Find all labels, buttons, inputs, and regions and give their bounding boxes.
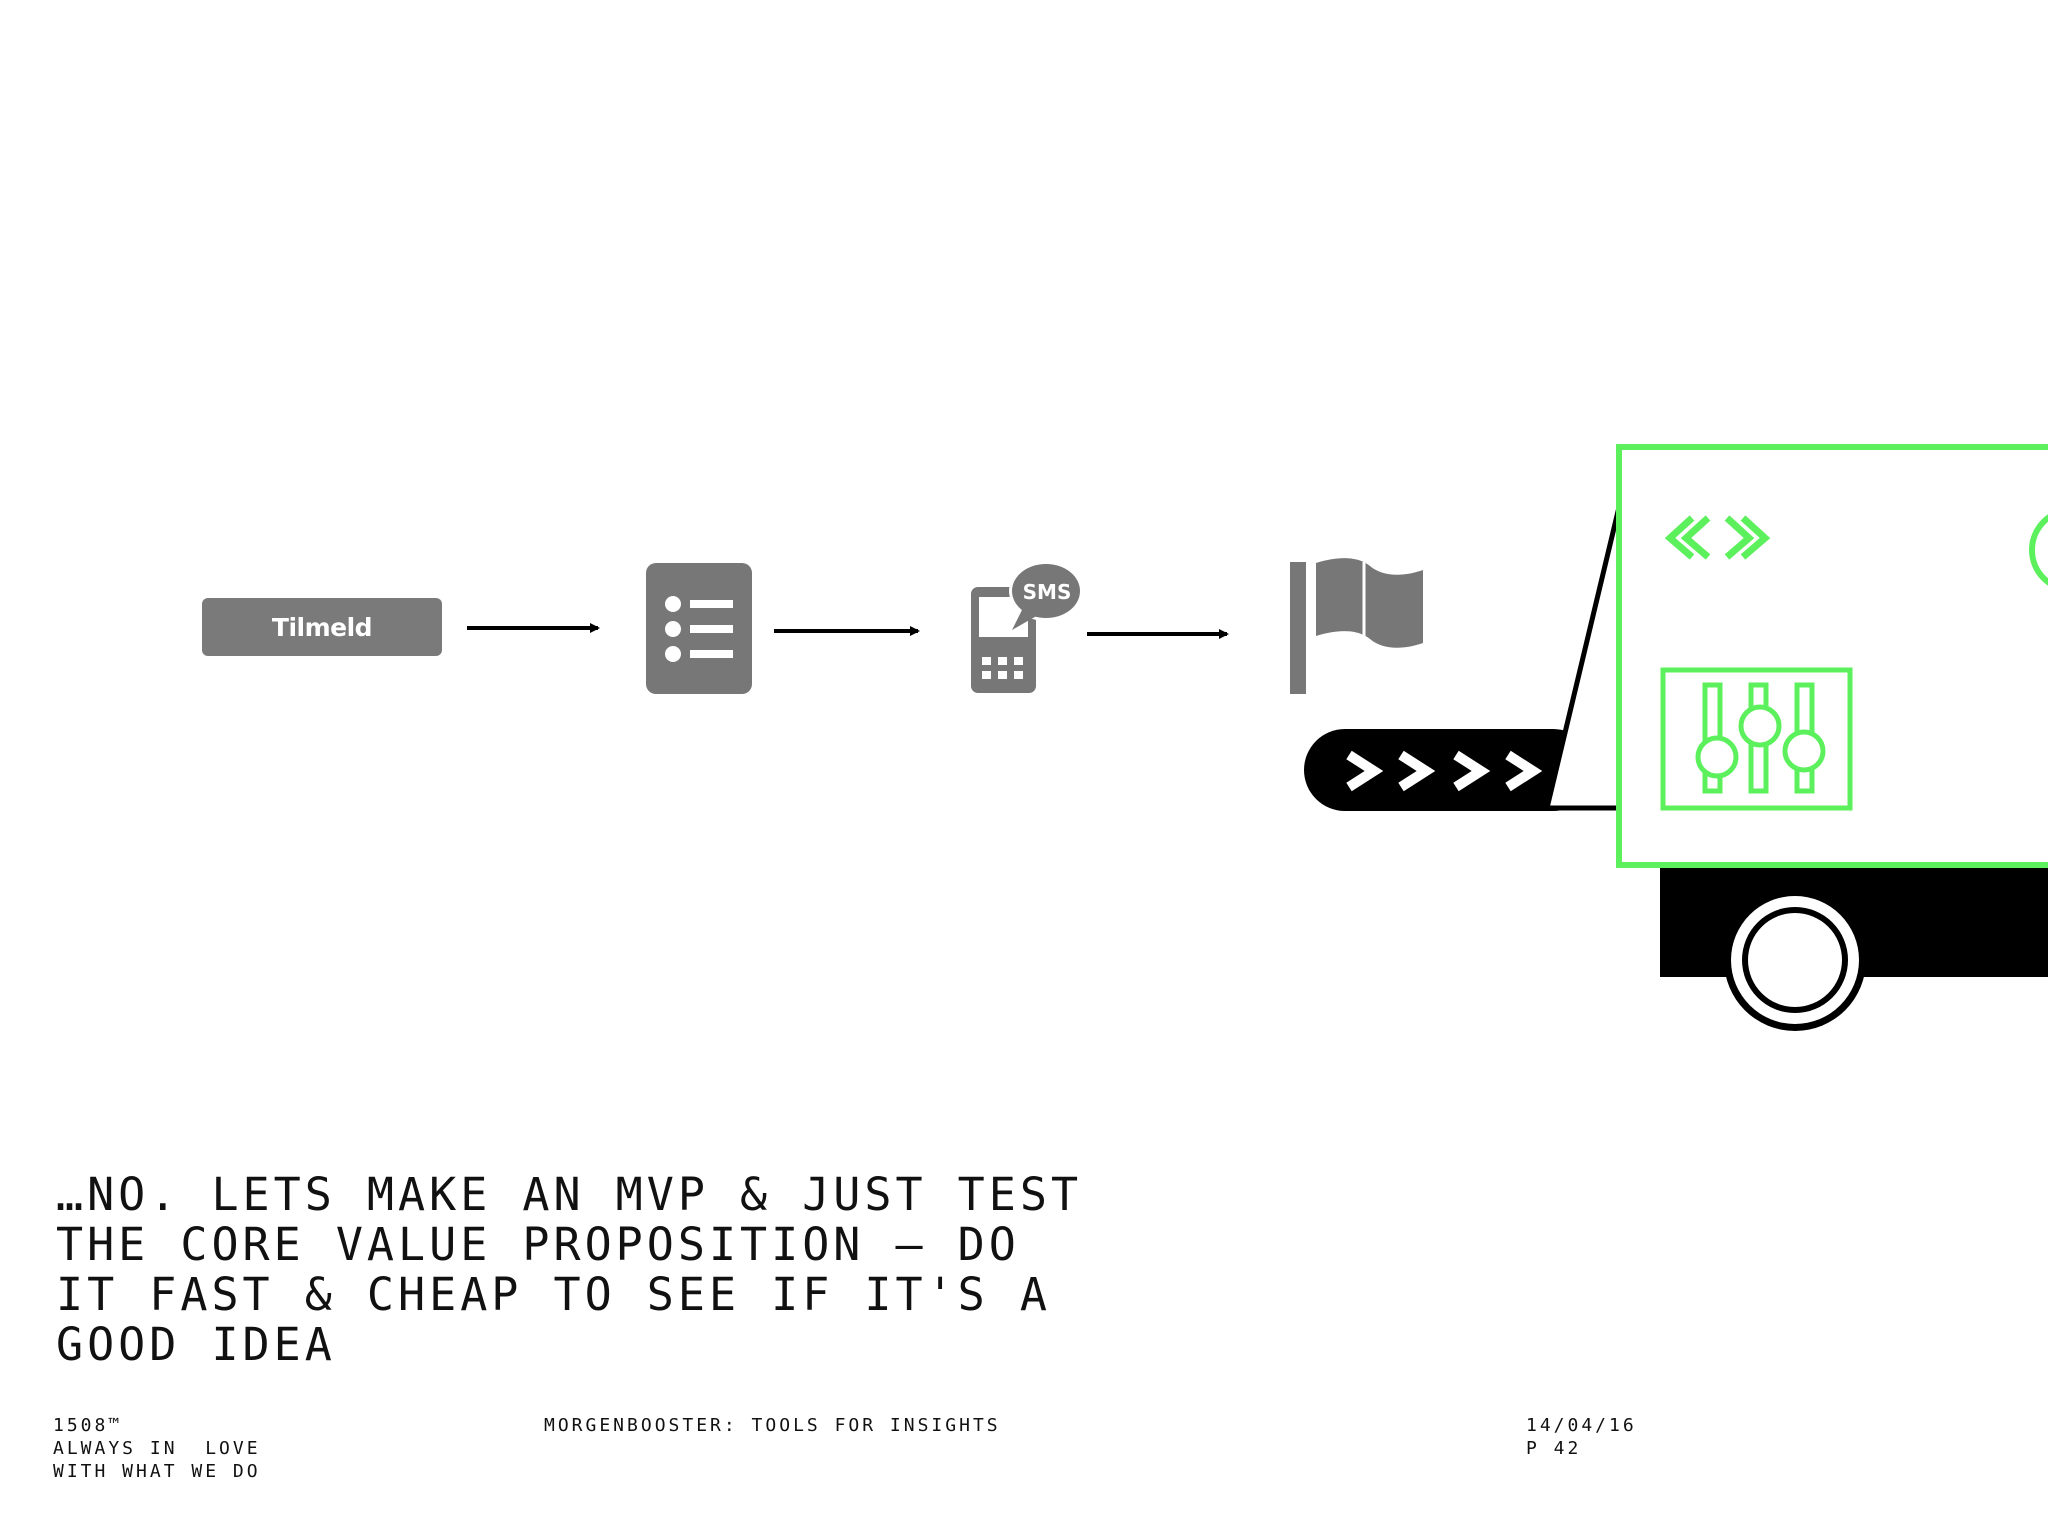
signup-button-icon: Tilmeld	[202, 598, 442, 656]
brand-tagline-line-2: WITH WHAT WE DO	[53, 1461, 261, 1482]
chevron-right-icon	[1398, 750, 1436, 792]
page-number: P 42	[1526, 1438, 1582, 1459]
slide-date: 14/04/16	[1526, 1415, 1637, 1436]
brand-tagline-line-1: ALWAYS IN LOVE	[53, 1438, 261, 1459]
brand-name: 1508™	[53, 1415, 123, 1436]
double-chevron-icon	[1664, 515, 1771, 560]
footer-event-block: MORGENBOOSTER: TOOLS FOR INSIGHTS	[544, 1414, 1001, 1437]
checklist-icon	[646, 563, 752, 694]
chevron-right-icon	[1346, 750, 1384, 792]
wheel-icon	[1724, 889, 1866, 1031]
footer-meta-block: 14/04/16 P 42	[1526, 1414, 1637, 1460]
sms-bubble-label: SMS	[1023, 580, 1072, 604]
signup-button-label: Tilmeld	[272, 613, 372, 642]
phone-sms-icon: SMS	[971, 561, 1083, 693]
flag-icon	[1290, 558, 1423, 694]
sms-bubble-icon: SMS	[1009, 561, 1083, 630]
conveyor-belt	[1304, 729, 1594, 811]
mixer-sliders-icon	[1660, 667, 1853, 811]
chevron-right-icon	[1453, 750, 1491, 792]
chevron-right-icon	[1505, 750, 1543, 792]
footer-brand-block: 1508™ ALWAYS IN LOVE WITH WHAT WE DO	[53, 1414, 261, 1483]
event-title: MORGENBOOSTER: TOOLS FOR INSIGHTS	[544, 1415, 1001, 1436]
mvp-truck-illustration	[1543, 444, 2048, 1031]
dial-icon	[2029, 514, 2048, 586]
slide-headline: …NO. LETS MAKE AN MVP & JUST TEST THE CO…	[56, 1168, 1083, 1371]
